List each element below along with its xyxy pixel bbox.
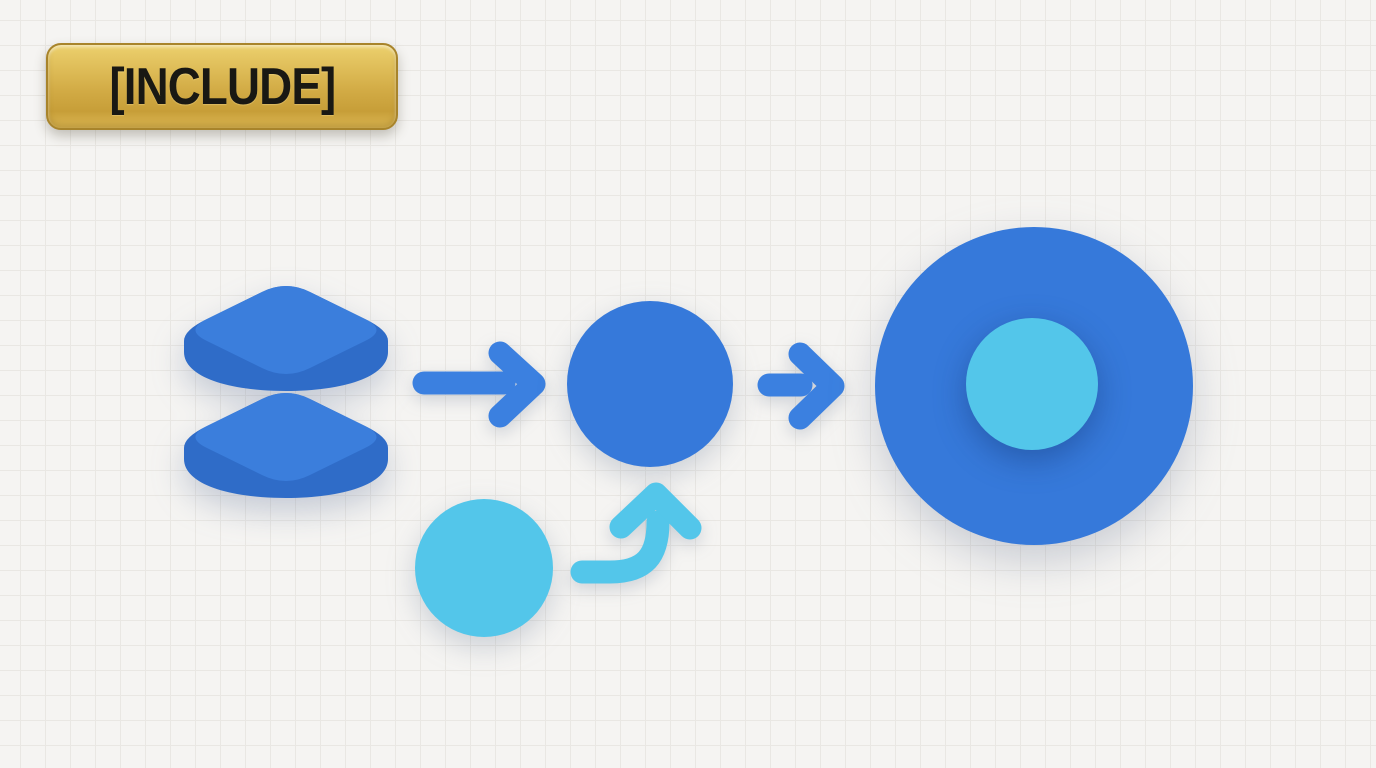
- curved-arrow-shaft: [570, 510, 670, 584]
- curved-arrow-head: [609, 482, 702, 540]
- database-slab-top: [184, 286, 388, 391]
- arrow-right-icon-2: [757, 342, 845, 430]
- output-core-node: [966, 318, 1098, 450]
- database-slab-top-face: [195, 286, 377, 374]
- include-badge-label: [INCLUDE]: [109, 57, 336, 116]
- curved-arrow-icon: [570, 482, 702, 584]
- database-stack-node: [184, 286, 388, 498]
- arrow-head: [488, 341, 546, 428]
- database-slab-bottom: [184, 393, 388, 498]
- database-slab-top-face: [195, 393, 377, 481]
- input-circle-node: [415, 499, 553, 637]
- arrow-head: [788, 342, 845, 430]
- process-circle-node: [567, 301, 733, 467]
- include-badge: [INCLUDE]: [46, 43, 398, 130]
- arrow-right-icon-1: [412, 341, 546, 428]
